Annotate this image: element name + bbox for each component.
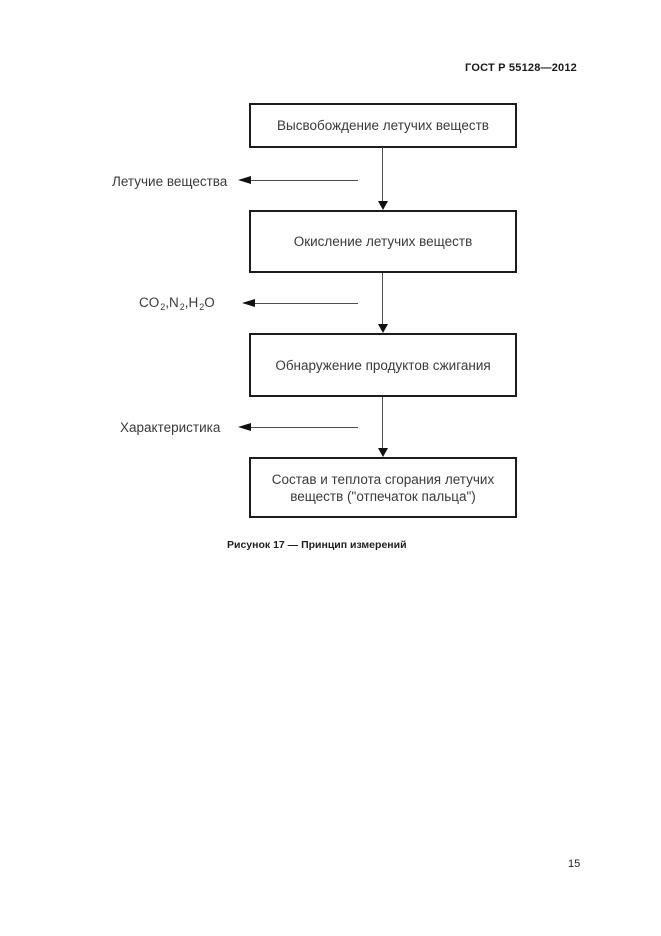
gas-formula-subscript: 2 [179, 302, 185, 312]
gas-formula-subscript: 2 [199, 302, 205, 312]
side-label-volatile-substances: Летучие вещества [112, 174, 228, 189]
arrow-left-icon-3 [238, 423, 251, 431]
arrow-left-line-1 [251, 180, 358, 181]
arrow-down-line-1 [382, 147, 383, 202]
page-number: 15 [568, 858, 581, 870]
arrow-left-icon-2 [242, 299, 255, 307]
side-label-combustion-gases: CO2,N2,H2O [139, 295, 215, 312]
arrow-down-icon-1 [378, 201, 388, 210]
gas-formula-part: ,N [165, 295, 179, 310]
arrow-down-icon-3 [378, 448, 388, 457]
arrow-down-line-2 [382, 273, 383, 325]
document-header: ГОСТ Р 55128—2012 [465, 62, 577, 74]
side-label-characteristic: Характеристика [120, 420, 221, 435]
gas-formula-part: O [204, 295, 215, 310]
arrow-down-icon-2 [378, 324, 388, 333]
flow-box-composition-heat: Состав и теплота сгорания летучих вещест… [249, 457, 517, 518]
arrow-left-line-3 [251, 427, 358, 428]
gas-formula-part: CO [139, 295, 160, 310]
gas-formula-subscript: 2 [160, 302, 166, 312]
flow-box-release-volatiles: Высвобождение летучих веществ [249, 103, 517, 148]
figure-caption: Рисунок 17 — Принцип измерений [227, 539, 407, 551]
arrow-left-line-2 [255, 303, 358, 304]
arrow-left-icon-1 [238, 176, 251, 184]
gas-formula-part: ,H [184, 295, 199, 310]
arrow-down-line-3 [382, 397, 383, 449]
flow-box-oxidation-volatiles: Окисление летучих веществ [249, 210, 517, 273]
flow-box-detect-combustion-products: Обнаружение продуктов сжигания [249, 333, 517, 397]
